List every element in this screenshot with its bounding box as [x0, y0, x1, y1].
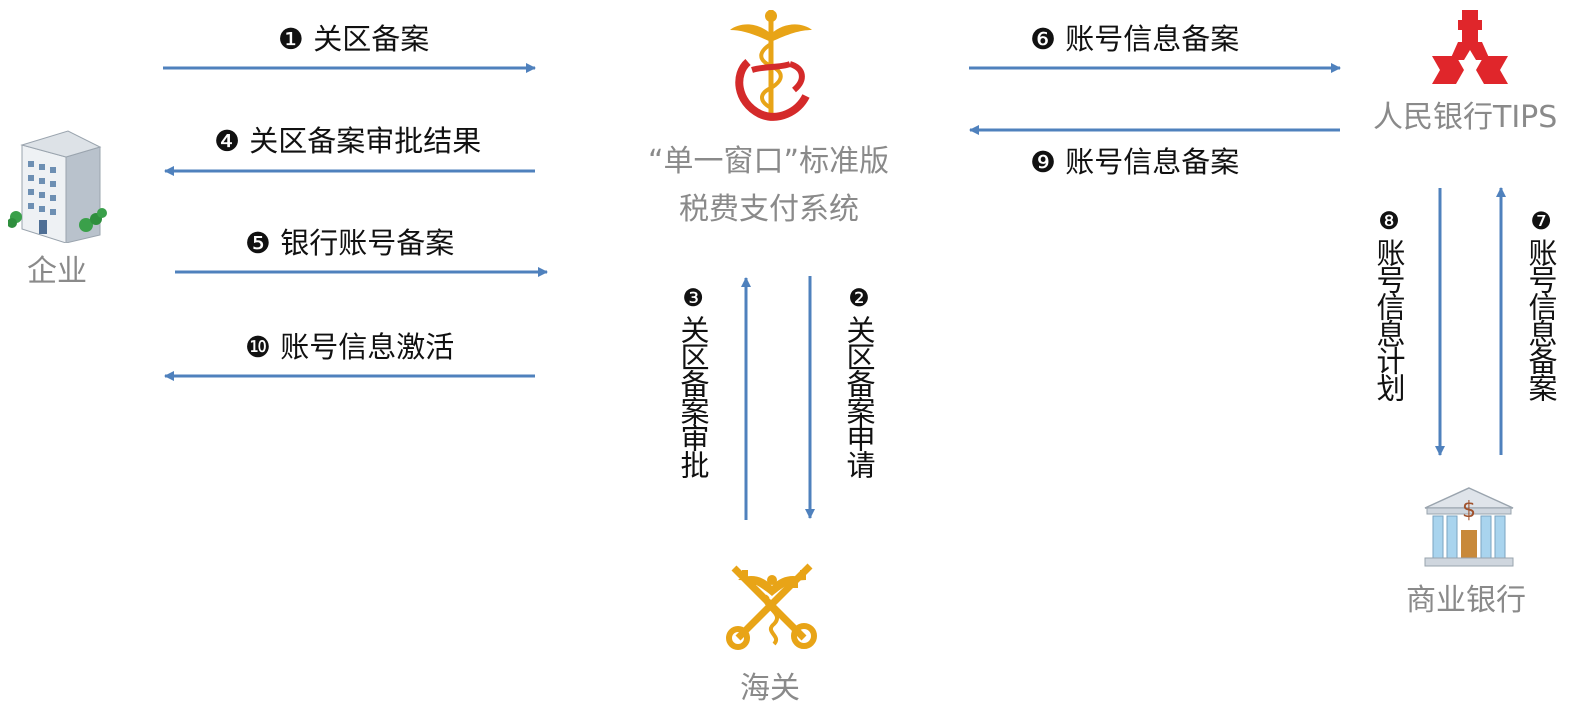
svg-text:$: $	[1462, 498, 1476, 523]
step-number: ❶	[278, 22, 304, 56]
step-number: ❺	[245, 226, 271, 260]
step-text: 关区备案审批结果	[249, 124, 482, 158]
step-text: 账号信息备案	[1065, 145, 1240, 179]
office-building-icon	[7, 125, 108, 247]
people-bank-logo-icon	[1428, 8, 1512, 88]
node-label-single-window-line1: “单一窗口”标准版	[648, 144, 890, 179]
node-label-commercial-bank: 商业银行	[1406, 583, 1526, 618]
step-1-label: ❶ 关区备案	[278, 21, 429, 57]
step-number: ❾	[1030, 145, 1056, 179]
step-3-label: ❸ 关区备案审批	[676, 283, 710, 477]
node-label-enterprise: 企业	[27, 254, 87, 289]
step-text: 银行账号备案	[280, 226, 455, 260]
step-number: ❻	[1030, 22, 1056, 56]
bank-building-icon: $	[1421, 486, 1517, 574]
step-number: ❼	[1530, 207, 1552, 235]
step-9-label: ❾ 账号信息备案	[1030, 144, 1239, 180]
step-7-label: ❼ 账号信息备案	[1524, 206, 1558, 400]
step-text: 账号信息激活	[280, 330, 455, 364]
step-4-label: ❹ 关区备案审批结果	[214, 123, 481, 159]
step-number: ❽	[1378, 207, 1400, 235]
step-text: 账号信息备案	[1065, 22, 1240, 56]
step-number: ❷	[848, 284, 870, 312]
step-text: 账号信息计划	[1372, 238, 1406, 400]
step-text: 关区备案	[313, 22, 430, 56]
step-5-label: ❺ 银行账号备案	[245, 225, 454, 261]
step-text: 关区备案审批	[676, 315, 710, 477]
step-number: ❹	[214, 124, 240, 158]
caduceus-logo-icon	[728, 8, 814, 126]
step-2-label: ❷ 关区备案申请	[842, 283, 876, 477]
customs-key-logo-icon	[724, 556, 820, 654]
step-text: 账号信息备案	[1524, 238, 1558, 400]
node-label-customs: 海关	[740, 671, 800, 706]
step-6-label: ❻ 账号信息备案	[1030, 21, 1239, 57]
step-8-label: ❽ 账号信息计划	[1372, 206, 1406, 400]
step-text: 关区备案申请	[842, 315, 876, 477]
node-label-pbc-tips: 人民银行TIPS	[1373, 100, 1558, 135]
step-10-label: ❿ 账号信息激活	[245, 329, 454, 365]
step-number: ❸	[682, 284, 704, 312]
step-number: ❿	[245, 330, 271, 364]
node-label-single-window-line2: 税费支付系统	[679, 192, 859, 227]
